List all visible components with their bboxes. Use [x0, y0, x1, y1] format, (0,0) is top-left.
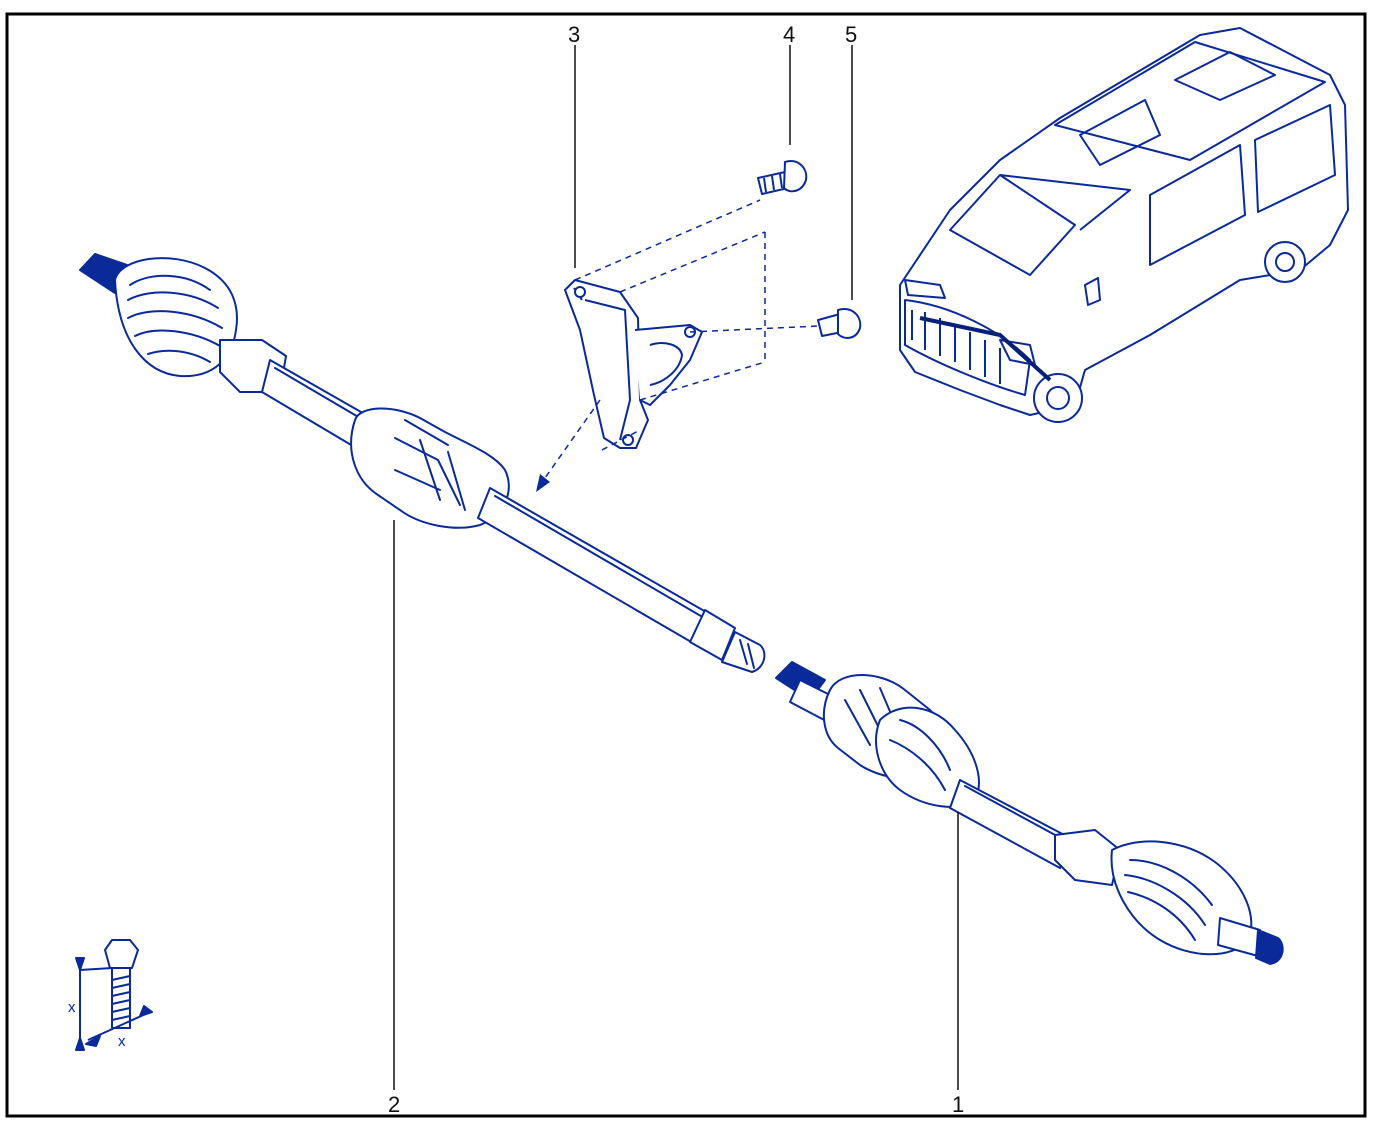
bolt-part-5[interactable] [817, 308, 862, 339]
bolt-part-4[interactable] [757, 160, 808, 195]
callout-5: 5 [845, 22, 857, 47]
bolt-head-icon [104, 939, 139, 969]
bolt-dimension-legend [75, 939, 153, 1051]
driveshaft-left[interactable] [79, 253, 766, 673]
van-illustration [899, 27, 1349, 423]
callout-1: 1 [952, 1092, 964, 1117]
driveshaft-right[interactable] [775, 661, 1284, 965]
callout-leaders [393, 45, 959, 1090]
dim-label-horizontal: x [118, 1033, 126, 1050]
callout-2: 2 [388, 1092, 400, 1117]
dim-label-vertical: x [68, 999, 76, 1016]
bolt-shank-icon [111, 967, 131, 1029]
bearing-bracket[interactable] [564, 279, 703, 449]
callout-3: 3 [568, 22, 580, 47]
callout-4: 4 [783, 22, 795, 47]
assembly-arrowhead [536, 474, 550, 492]
assembly-guide-lines [539, 199, 819, 486]
